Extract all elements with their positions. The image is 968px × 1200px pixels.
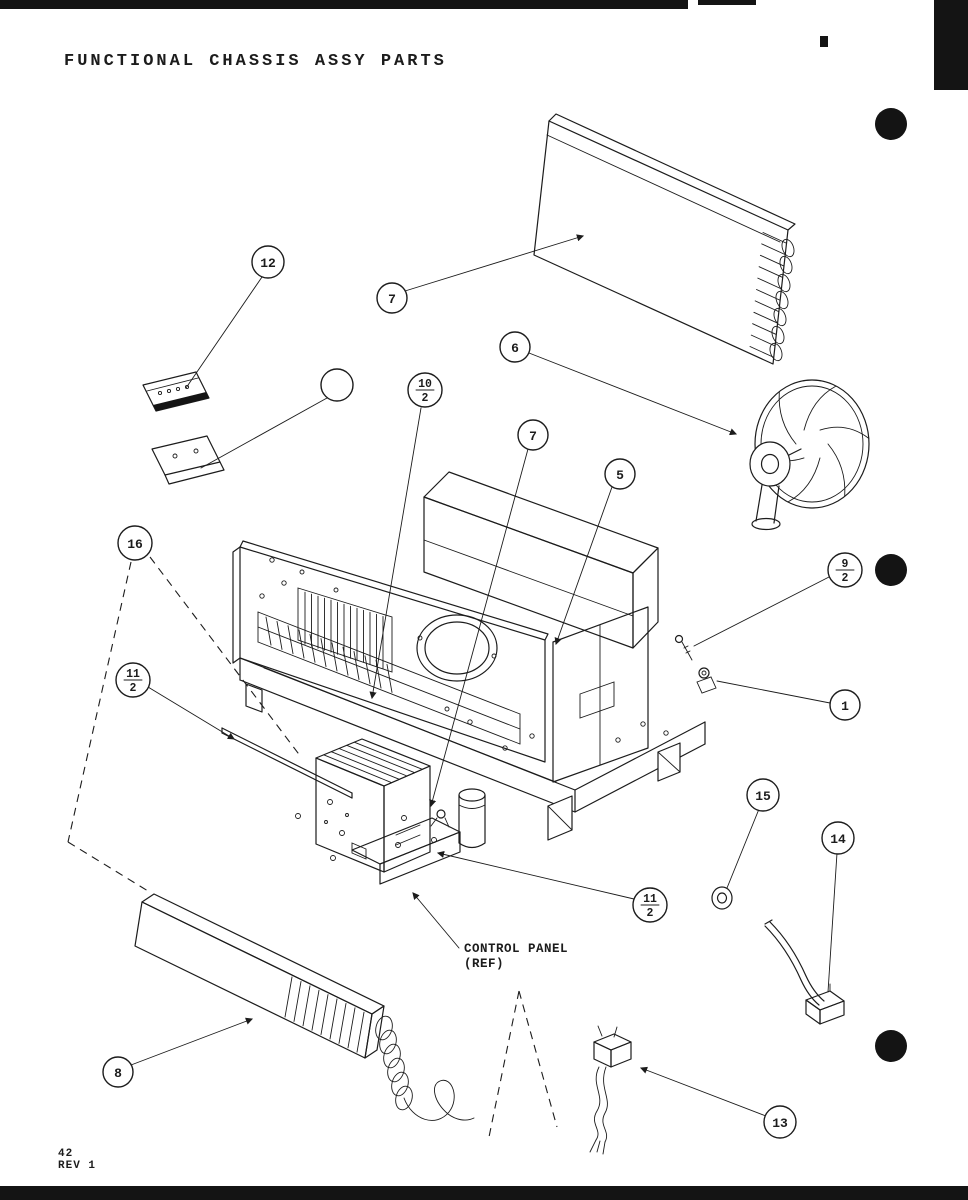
callout-balloon-10-qty2: 10 2 xyxy=(407,372,443,408)
svg-text:16: 16 xyxy=(127,537,143,552)
control-panel-annotation: CONTROL PANEL (REF) xyxy=(464,942,568,971)
svg-text:12: 12 xyxy=(260,256,276,271)
leader-14 xyxy=(827,852,838,993)
base-pan xyxy=(239,657,706,841)
svg-text:1: 1 xyxy=(841,699,849,714)
leader-1 xyxy=(716,680,831,704)
svg-text:15: 15 xyxy=(755,789,771,804)
screw xyxy=(674,634,684,644)
coil-fins xyxy=(749,232,787,358)
control-panel-top-vents xyxy=(323,741,423,784)
svg-text:2: 2 xyxy=(647,907,654,920)
svg-text:2: 2 xyxy=(130,682,137,695)
grommet xyxy=(711,886,733,910)
dashed-reference-lines xyxy=(67,556,558,1138)
mounting-plates xyxy=(142,371,225,485)
svg-text:5: 5 xyxy=(616,468,624,483)
callout-balloon-11-qty2-right: 11 2 xyxy=(632,887,668,923)
fan-motor xyxy=(749,441,791,487)
blower-ring-opening xyxy=(416,614,498,682)
callout-balloon-5: 5 xyxy=(604,458,636,490)
callout-balloon-15: 15 xyxy=(746,778,780,812)
pan-foot xyxy=(245,683,263,713)
callout-balloon-6: 6 xyxy=(499,331,531,363)
right-partition-panel xyxy=(552,606,649,783)
leader-8 xyxy=(130,1017,254,1066)
svg-text:9: 9 xyxy=(842,558,849,571)
plug-prongs xyxy=(597,1025,618,1038)
control-panel-ref-label: (REF) xyxy=(464,957,504,971)
page-number: 42 xyxy=(58,1148,74,1160)
evaporator-tube-spiral xyxy=(375,1015,413,1111)
leader-blank xyxy=(200,397,328,469)
capacitor-clamp xyxy=(436,809,446,819)
louver-vents xyxy=(297,587,393,673)
screw-holes xyxy=(259,557,669,751)
page-title: FUNCTIONAL CHASSIS ASSY PARTS xyxy=(64,52,447,71)
callout-balloon-7a: 7 xyxy=(376,282,408,314)
leader-15 xyxy=(726,808,760,889)
power-cord xyxy=(589,1025,632,1155)
bushing xyxy=(698,667,710,679)
chassis-left-wall xyxy=(239,546,546,763)
drain-hose xyxy=(764,919,845,1025)
callout-balloon-11-qty2-left: 11 2 xyxy=(115,662,151,698)
page-number-block: 42 REV 1 xyxy=(58,1148,96,1172)
leader-7a xyxy=(404,234,585,292)
condenser-coil-panel xyxy=(533,113,796,365)
leader-10 xyxy=(369,407,422,700)
svg-text:2: 2 xyxy=(842,572,849,585)
control-panel-assembly xyxy=(315,738,461,885)
callout-balloon-16: 16 xyxy=(117,525,153,561)
leader-13 xyxy=(639,1066,767,1117)
capacitor xyxy=(430,788,486,849)
screw-and-bushing xyxy=(674,634,717,694)
svg-text:11: 11 xyxy=(643,893,657,906)
evaporator-fins xyxy=(284,976,365,1053)
callout-balloons: 12 7 6 10 2 7 xyxy=(102,245,863,1139)
callout-balloon-13: 13 xyxy=(763,1105,797,1139)
svg-text:2: 2 xyxy=(422,392,429,405)
leader-9 xyxy=(693,576,830,647)
svg-text:14: 14 xyxy=(830,832,846,847)
callout-balloon-12: 12 xyxy=(251,245,285,279)
svg-text:7: 7 xyxy=(529,429,537,444)
page-revision: REV 1 xyxy=(58,1160,97,1172)
callout-balloon-7b: 7 xyxy=(517,419,549,451)
coil-tube xyxy=(403,1079,475,1121)
callout-balloon-14: 14 xyxy=(821,821,855,855)
leader-11-right xyxy=(436,850,635,900)
svg-text:13: 13 xyxy=(772,1116,788,1131)
coil-tube-spiral xyxy=(769,238,795,362)
svg-text:8: 8 xyxy=(114,1066,122,1081)
leader-lines xyxy=(130,234,838,1117)
svg-text:6: 6 xyxy=(511,341,519,356)
callout-balloon-1: 1 xyxy=(829,689,861,721)
control-panel-cutouts xyxy=(324,799,421,861)
registration-dot xyxy=(875,108,907,140)
blower-housing-duct xyxy=(423,471,659,649)
callout-balloon-8: 8 xyxy=(102,1056,134,1088)
fan-assembly xyxy=(749,379,870,531)
svg-text:7: 7 xyxy=(388,292,396,307)
registration-dot xyxy=(875,1030,907,1062)
leader-7b xyxy=(429,448,529,808)
leader-11-left xyxy=(147,686,235,740)
leader-5 xyxy=(554,486,613,646)
svg-text:10: 10 xyxy=(418,378,432,391)
evaporator-coil xyxy=(134,893,475,1121)
chassis-base xyxy=(221,471,706,841)
leader-6 xyxy=(528,352,738,436)
heater-rod xyxy=(221,727,353,819)
control-panel-label: CONTROL PANEL xyxy=(464,942,568,956)
callout-balloon-blank xyxy=(320,368,354,402)
leader-control-panel xyxy=(412,892,460,949)
callout-balloon-9-qty2: 9 2 xyxy=(827,552,863,588)
svg-text:11: 11 xyxy=(126,668,140,681)
leader-12 xyxy=(185,276,263,389)
front-slotted-rail xyxy=(257,611,521,745)
registration-dot xyxy=(875,554,907,586)
